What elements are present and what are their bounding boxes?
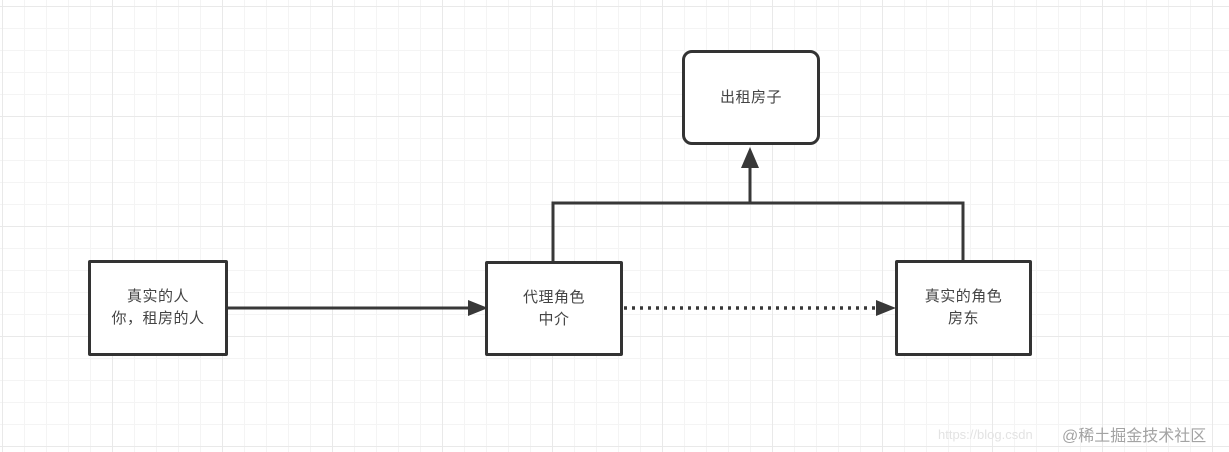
node-label-line1: 代理角色 (522, 288, 585, 306)
right-arrowhead-icon (468, 300, 488, 316)
node-label-line1: 真实的角色 (924, 288, 1003, 305)
up-arrowhead-icon (741, 147, 759, 168)
node-rent-out-house: 出租房子 (682, 50, 820, 145)
dotted-right-arrowhead-icon (876, 300, 896, 316)
node-real-person-renter: 真实的人 你，租房的人 (88, 260, 228, 356)
node-label: 出租房子 (719, 88, 782, 106)
node-real-role-landlord: 真实的角色 房东 (895, 260, 1032, 356)
node-label-line1: 真实的人 (126, 288, 189, 305)
bracket-connector (551, 201, 965, 261)
node-label-line2: 房东 (947, 310, 979, 327)
node-label-line2: 中介 (538, 310, 570, 328)
node-proxy-agent: 代理角色 中介 (485, 261, 623, 356)
node-label-line2: 你，租房的人 (111, 310, 205, 327)
